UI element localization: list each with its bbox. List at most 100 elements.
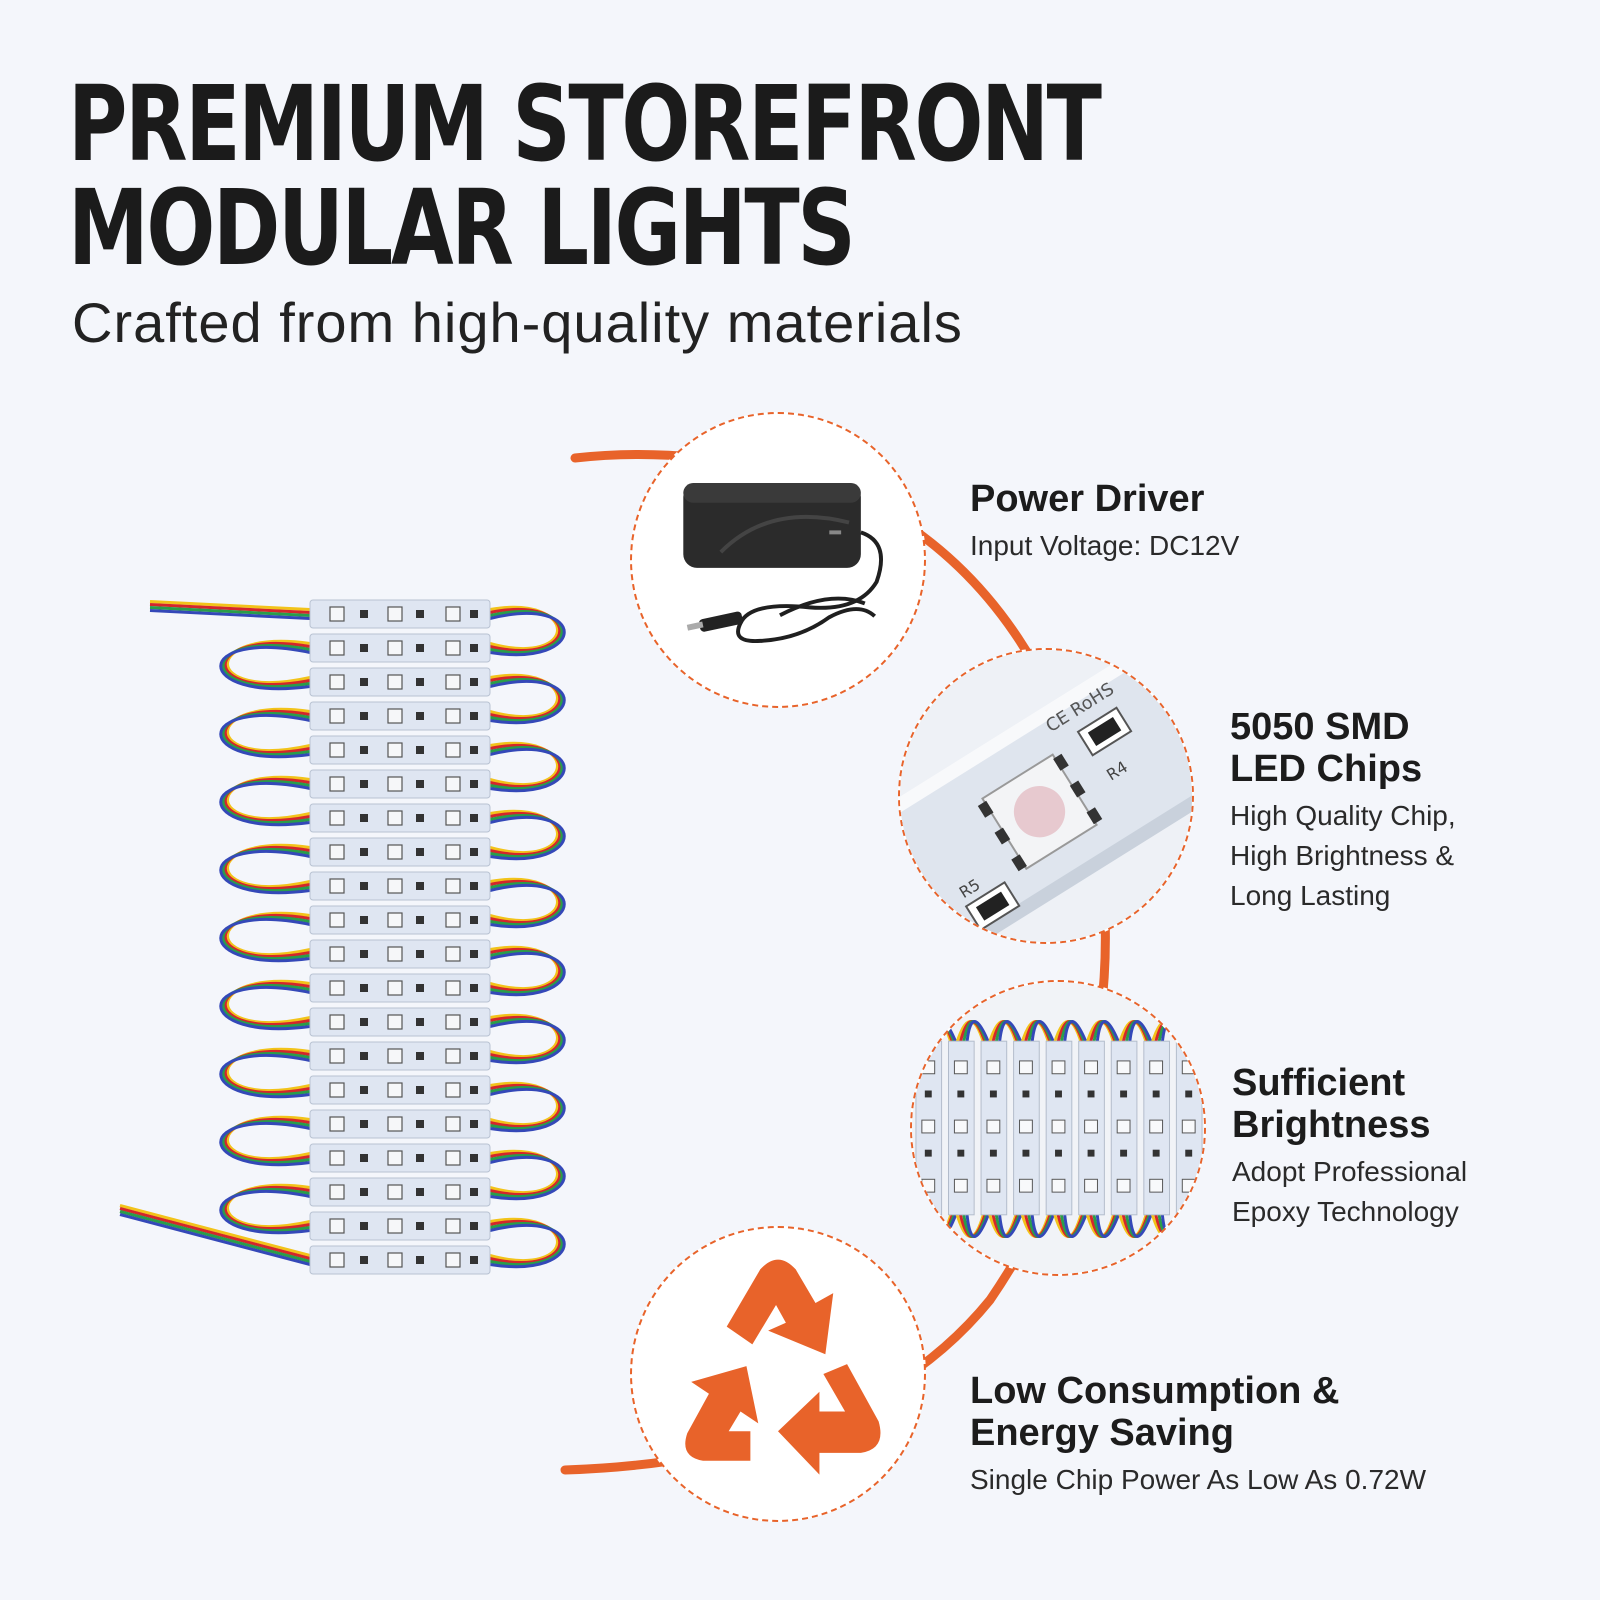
led-chip — [329, 708, 345, 724]
wire-loop — [489, 1224, 566, 1269]
resistor — [416, 814, 424, 822]
wire-loop — [489, 608, 562, 652]
lead-wire-out — [119, 1207, 311, 1260]
wire-loop — [226, 707, 311, 752]
led-chip — [387, 674, 403, 690]
led-chip — [445, 708, 461, 724]
wire-loop — [489, 950, 564, 994]
wire-loop — [489, 1020, 566, 1065]
wire-loop — [489, 816, 566, 861]
lead-wire-in — [149, 609, 311, 620]
wire-loop — [964, 1204, 994, 1238]
resistor — [360, 950, 368, 958]
resistor — [360, 1154, 368, 1162]
resistor — [470, 950, 478, 958]
feature-title: Low Consumption & Energy Saving — [970, 1370, 1426, 1454]
resistor — [1152, 1090, 1160, 1098]
led-chip — [445, 1048, 461, 1064]
resistor — [1055, 1149, 1062, 1157]
wire-loop — [489, 880, 562, 924]
led-chip — [1084, 1119, 1098, 1134]
led-chip — [387, 810, 403, 826]
led-chip — [921, 1119, 936, 1134]
resistor — [360, 916, 368, 924]
wire-loop — [489, 1084, 562, 1128]
resistor — [360, 644, 368, 652]
led-chip — [921, 1178, 936, 1193]
wire-loop — [223, 846, 311, 890]
resistor — [360, 746, 368, 754]
led-chip — [1116, 1178, 1131, 1193]
led-chip — [1149, 1060, 1164, 1075]
wire-loop — [1127, 1204, 1157, 1238]
resistor — [360, 610, 368, 618]
resistor — [360, 712, 368, 720]
led-chip — [329, 640, 345, 656]
led-chip — [387, 1150, 403, 1166]
led-chip — [1019, 1178, 1033, 1193]
wire-loop — [489, 741, 559, 786]
led-chip — [329, 912, 345, 928]
wire-loop — [219, 918, 311, 963]
wire-loop — [223, 710, 311, 754]
resistor — [1152, 1149, 1160, 1157]
wire-loop — [219, 646, 311, 691]
wire-loop — [997, 1204, 1026, 1238]
subtitle: Crafted from high-quality materials — [72, 291, 963, 354]
wire-loop — [489, 605, 559, 650]
resistor — [957, 1149, 965, 1157]
wire-loop — [489, 884, 566, 929]
led-chip — [387, 640, 403, 656]
wire-loop — [489, 612, 566, 657]
lead-wire-out — [119, 1213, 311, 1266]
led-chip — [953, 1060, 968, 1075]
feature-description: High Quality Chip, High Brightness & Lon… — [1230, 796, 1456, 916]
headline-line-1: PREMIUM STOREFRONT — [68, 63, 1102, 185]
wire-loop — [489, 809, 559, 854]
wire-loop — [219, 986, 311, 1031]
feature-title-line: Sufficient — [1232, 1062, 1406, 1104]
feature-title-line: LED Chips — [1230, 748, 1423, 790]
led-chip — [387, 606, 403, 622]
led-chip — [329, 776, 345, 792]
wire-loop — [223, 642, 311, 686]
resistor — [1185, 1149, 1193, 1157]
wire-loop — [1127, 1019, 1157, 1052]
resistor — [470, 610, 478, 618]
led-chip — [329, 1218, 345, 1234]
wire-loop — [489, 746, 564, 790]
feature-energy-saving: Low Consumption & Energy Saving Single C… — [970, 1370, 1426, 1500]
recycle-icon — [685, 1259, 881, 1475]
led-chip — [1051, 1119, 1066, 1134]
led-chip — [387, 776, 403, 792]
resistor — [416, 848, 424, 856]
led-chip — [387, 1082, 403, 1098]
wire-loop — [1094, 1019, 1124, 1052]
led-chip — [387, 1184, 403, 1200]
resistor — [416, 882, 424, 890]
feature-desc-line: Epoxy Technology — [1232, 1196, 1459, 1227]
resistor — [360, 882, 368, 890]
led-chip — [1084, 1178, 1098, 1193]
wire-loop — [223, 1118, 311, 1162]
led-chip — [1116, 1119, 1131, 1134]
power-driver-bubble — [630, 412, 926, 708]
wire-loop — [1062, 1204, 1091, 1238]
wire-loop — [221, 1188, 311, 1232]
feature-title-line: Energy Saving — [970, 1412, 1234, 1454]
wire-loop — [226, 843, 311, 888]
feature-title-line: Power Driver — [970, 478, 1205, 520]
resistor — [360, 1188, 368, 1196]
wire-loop — [221, 1052, 311, 1096]
led-chip — [387, 1014, 403, 1030]
resistor — [416, 712, 424, 720]
feature-desc-line: Input Voltage: DC12V — [970, 530, 1240, 561]
feature-title: Power Driver — [970, 478, 1239, 520]
wire-loop — [219, 1054, 311, 1099]
led-chip — [387, 1116, 403, 1132]
resistor — [470, 644, 478, 652]
led-module-strip-illustration — [119, 599, 566, 1275]
led-chip — [329, 742, 345, 758]
led-chip — [329, 810, 345, 826]
led-chip — [387, 912, 403, 928]
